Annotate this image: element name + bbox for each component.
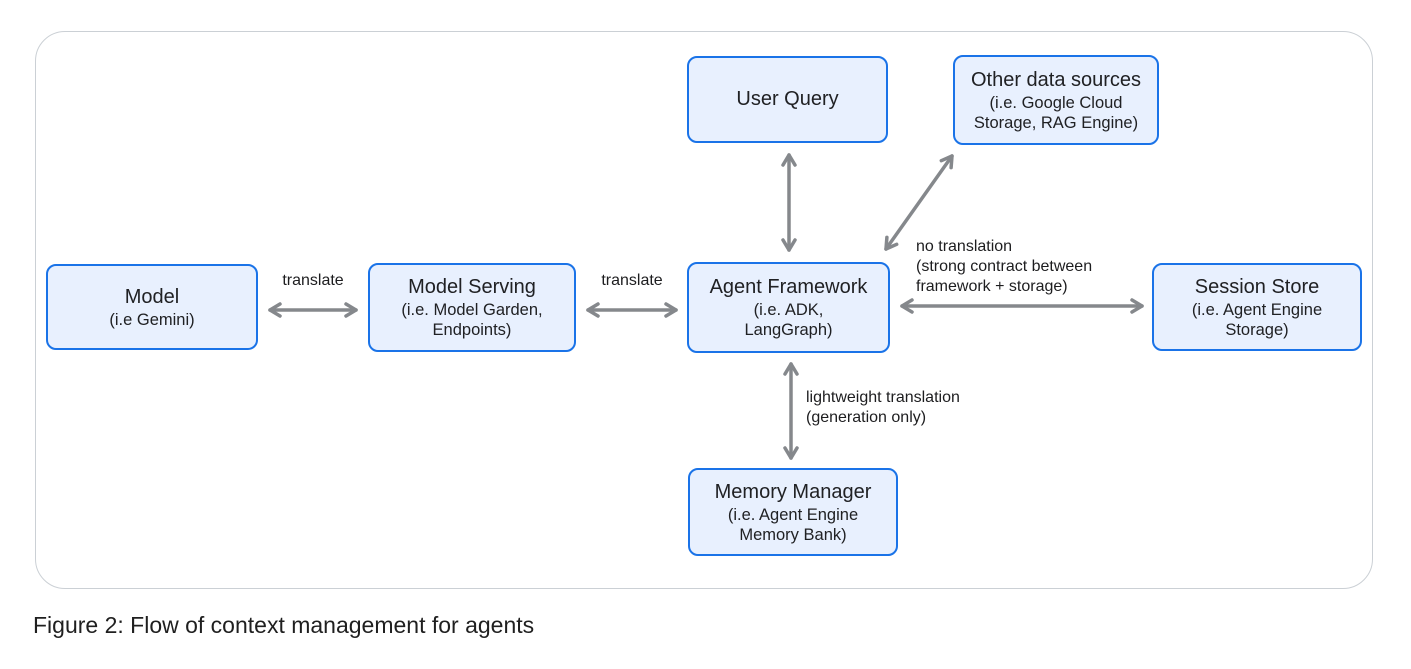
node-user-query: User Query bbox=[687, 56, 888, 143]
node-title: Model Serving bbox=[408, 276, 536, 298]
node-subtitle: (i.e. Agent Engine Storage) bbox=[1191, 300, 1323, 339]
node-model: Model (i.e Gemini) bbox=[46, 264, 258, 350]
node-subtitle: (i.e Gemini) bbox=[109, 310, 195, 329]
node-title: Model bbox=[124, 285, 180, 308]
node-title: Other data sources bbox=[970, 68, 1142, 91]
node-title: Agent Framework bbox=[709, 276, 868, 298]
node-other-data-sources: Other data sources (i.e. Google Cloud St… bbox=[953, 55, 1159, 145]
edge-label-no-translation: no translation (strong contract between … bbox=[916, 238, 1093, 295]
node-title: User Query bbox=[736, 88, 839, 110]
node-session-store: Session Store (i.e. Agent Engine Storage… bbox=[1152, 263, 1362, 351]
edge-label-translate-serving-framework: translate bbox=[601, 272, 663, 289]
node-title: Session Store bbox=[1194, 275, 1320, 298]
node-memory-manager: Memory Manager (i.e. Agent Engine Memory… bbox=[688, 468, 898, 556]
node-subtitle: (i.e. Agent Engine Memory Bank) bbox=[727, 505, 859, 544]
edge-label-lightweight-translation: lightweight translation (generation only… bbox=[806, 389, 960, 426]
node-agent-framework: Agent Framework (i.e. ADK, LangGraph) bbox=[687, 262, 890, 353]
figure-caption: Figure 2: Flow of context management for… bbox=[33, 612, 535, 638]
node-subtitle: (i.e. Model Garden, Endpoints) bbox=[401, 301, 543, 339]
node-subtitle: (i.e. ADK, LangGraph) bbox=[744, 301, 833, 339]
edge-label-translate-model-serving: translate bbox=[282, 272, 344, 289]
node-model-serving: Model Serving (i.e. Model Garden, Endpoi… bbox=[368, 263, 576, 352]
node-title: Memory Manager bbox=[714, 480, 872, 503]
node-subtitle: (i.e. Google Cloud Storage, RAG Engine) bbox=[973, 93, 1139, 132]
